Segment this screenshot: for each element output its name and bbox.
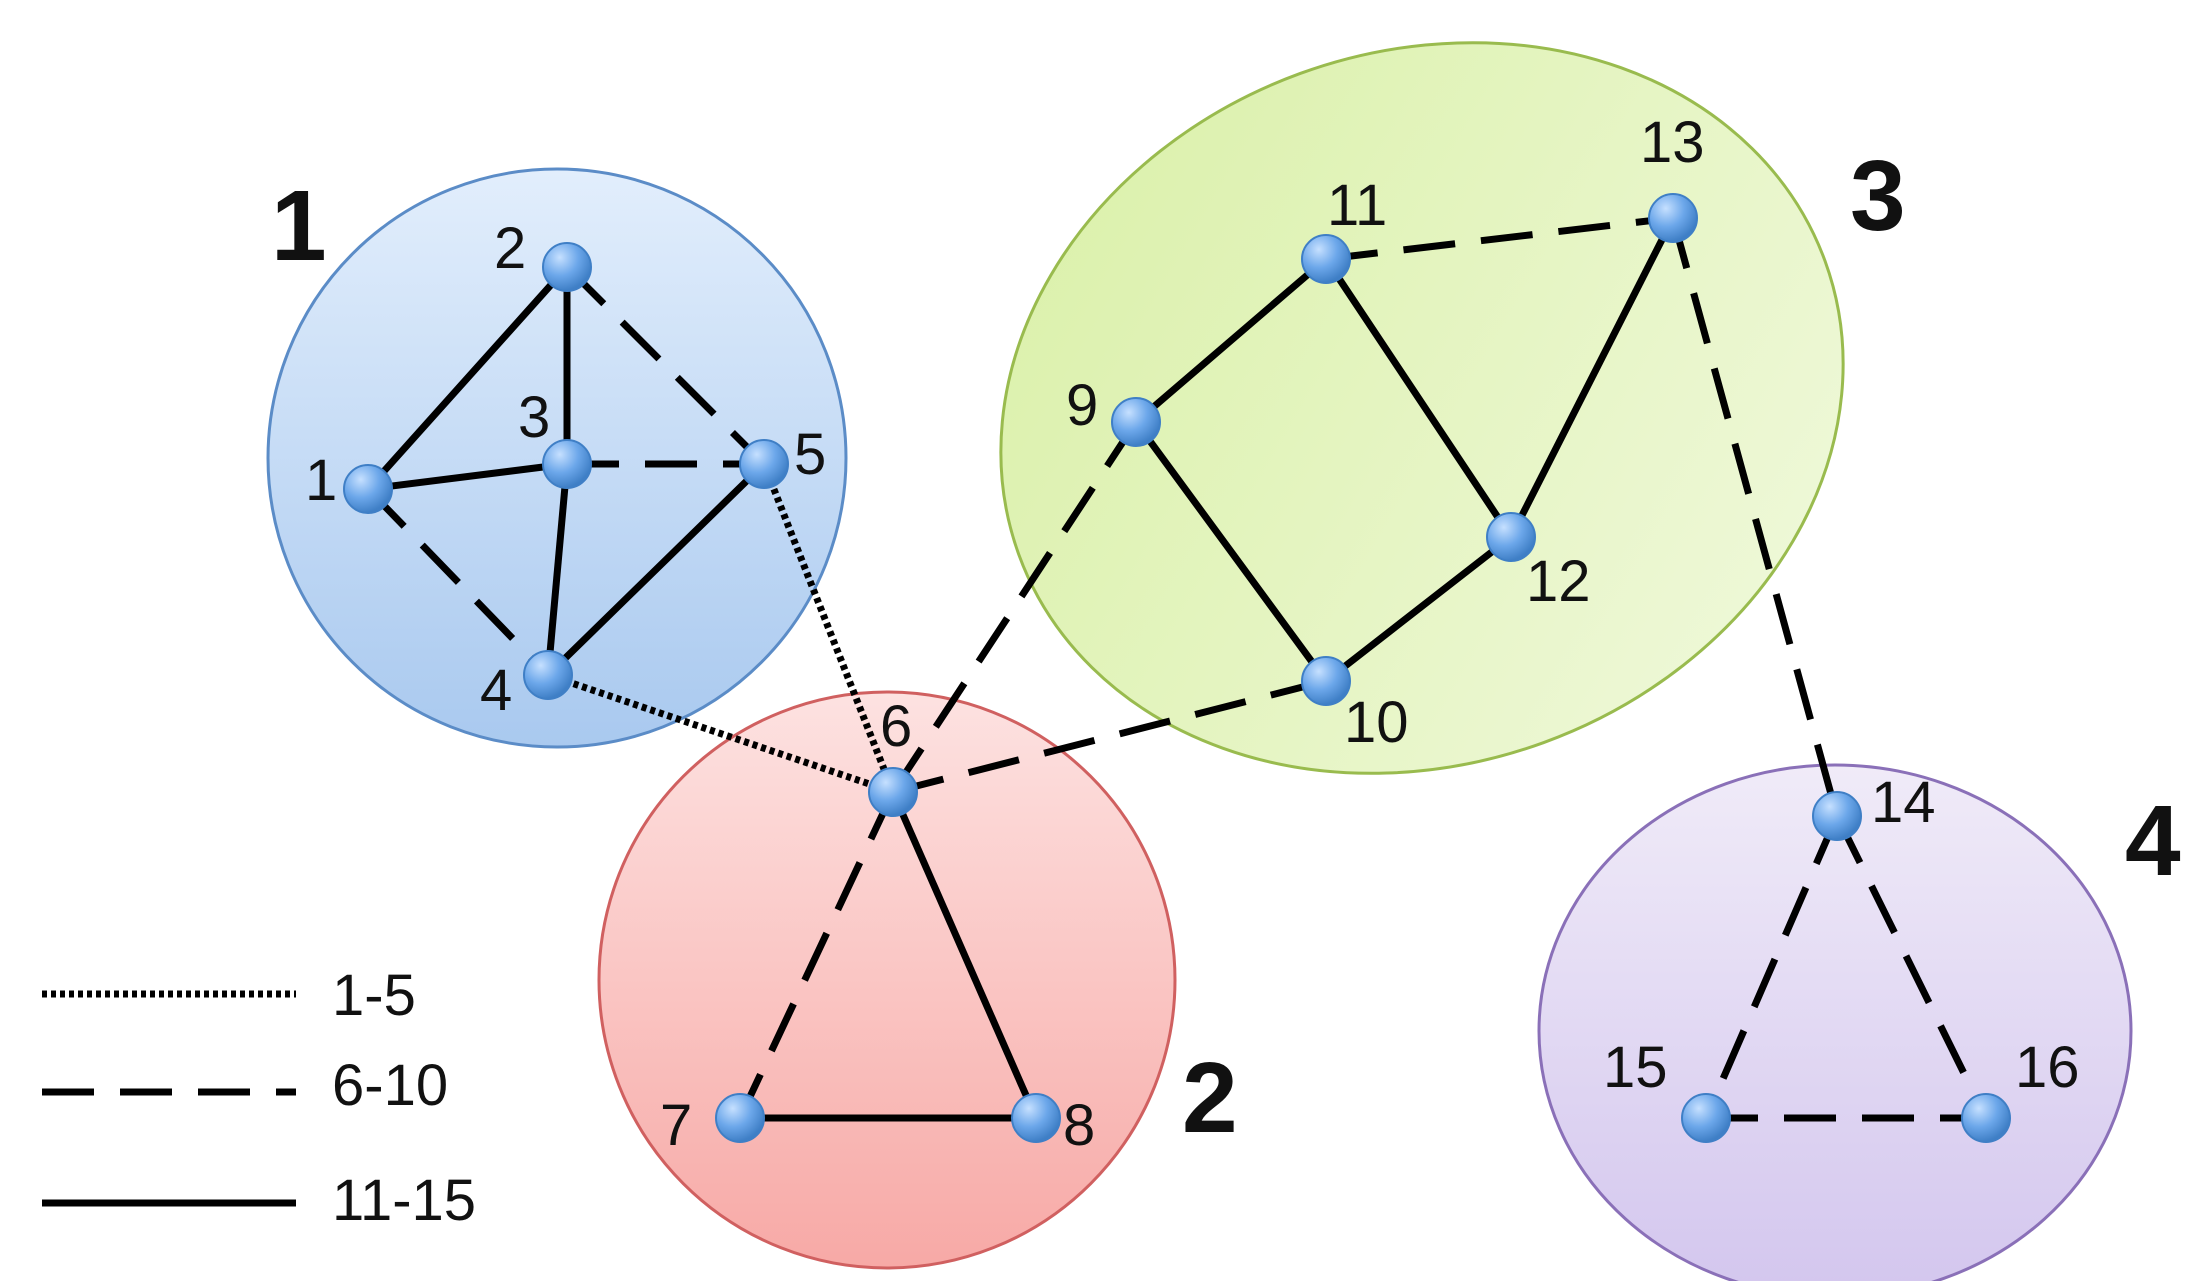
- edge-14-15: [1702, 814, 1841, 1120]
- node-label-9: 9: [1066, 373, 1098, 438]
- legend-label-dotted: 1-5: [332, 963, 416, 1028]
- node-9: [1111, 397, 1161, 447]
- node-label-6: 6: [880, 694, 912, 759]
- node-13: [1648, 193, 1698, 243]
- node-5: [739, 439, 789, 489]
- edge-11-13: [1325, 214, 1674, 263]
- node-label-5: 5: [794, 422, 826, 487]
- node-label-12: 12: [1526, 549, 1591, 614]
- node-14: [1812, 791, 1862, 841]
- node-7: [715, 1093, 765, 1143]
- group-region-4: [1537, 763, 2133, 1281]
- legend: 1-5 6-10 11-15: [42, 963, 476, 1233]
- node-1: [343, 464, 393, 514]
- edge-9-10: [1133, 419, 1329, 684]
- node-label-7: 7: [660, 1093, 692, 1158]
- edges: [365, 214, 1990, 1122]
- legend-label-dashed: 6-10: [332, 1053, 448, 1118]
- node-label-14: 14: [1871, 770, 1936, 835]
- node-10: [1301, 656, 1351, 706]
- group-label-2: 2: [1182, 1042, 1238, 1154]
- node-label-11: 11: [1327, 173, 1387, 238]
- edge-11-12: [1323, 257, 1514, 539]
- legend-label-solid: 11-15: [332, 1168, 476, 1233]
- node-label-2: 2: [494, 216, 526, 281]
- edge-1-2: [365, 264, 570, 492]
- node-label-13: 13: [1640, 110, 1705, 175]
- edge-5-6: [760, 462, 897, 794]
- node-4: [523, 650, 573, 700]
- edge-6-7: [736, 790, 897, 1120]
- edge-4-5: [545, 461, 767, 678]
- edge-10-12: [1323, 534, 1514, 684]
- node-11: [1301, 234, 1351, 284]
- edge-3-4: [544, 463, 571, 676]
- node-label-10: 10: [1344, 690, 1409, 755]
- edge-6-8: [889, 790, 1040, 1120]
- node-label-15: 15: [1603, 1035, 1668, 1100]
- node-3: [542, 439, 592, 489]
- node-8: [1011, 1093, 1061, 1143]
- node-6: [868, 767, 918, 817]
- edge-4-6: [546, 671, 895, 796]
- node-2: [542, 242, 592, 292]
- edge-9-11: [1133, 256, 1329, 425]
- node-12: [1486, 512, 1536, 562]
- edge-14-16: [1833, 814, 1990, 1120]
- edge-1-3: [367, 460, 568, 493]
- node-16: [1961, 1093, 2011, 1143]
- edge-12-13: [1507, 216, 1677, 539]
- node-label-4: 4: [480, 658, 512, 723]
- edge-1-4: [365, 486, 551, 678]
- group-labels: 1 2 3 4: [271, 140, 2181, 1154]
- group-label-3: 3: [1850, 140, 1906, 252]
- group-label-1: 1: [271, 170, 327, 282]
- edge-2-5: [564, 264, 767, 467]
- node-label-1: 1: [305, 448, 337, 513]
- node-label-16: 16: [2015, 1035, 2080, 1100]
- edge-13-14: [1669, 217, 1841, 817]
- node-label-8: 8: [1063, 1093, 1095, 1158]
- group-label-4: 4: [2125, 785, 2181, 897]
- node-label-3: 3: [518, 385, 550, 450]
- node-15: [1681, 1093, 1731, 1143]
